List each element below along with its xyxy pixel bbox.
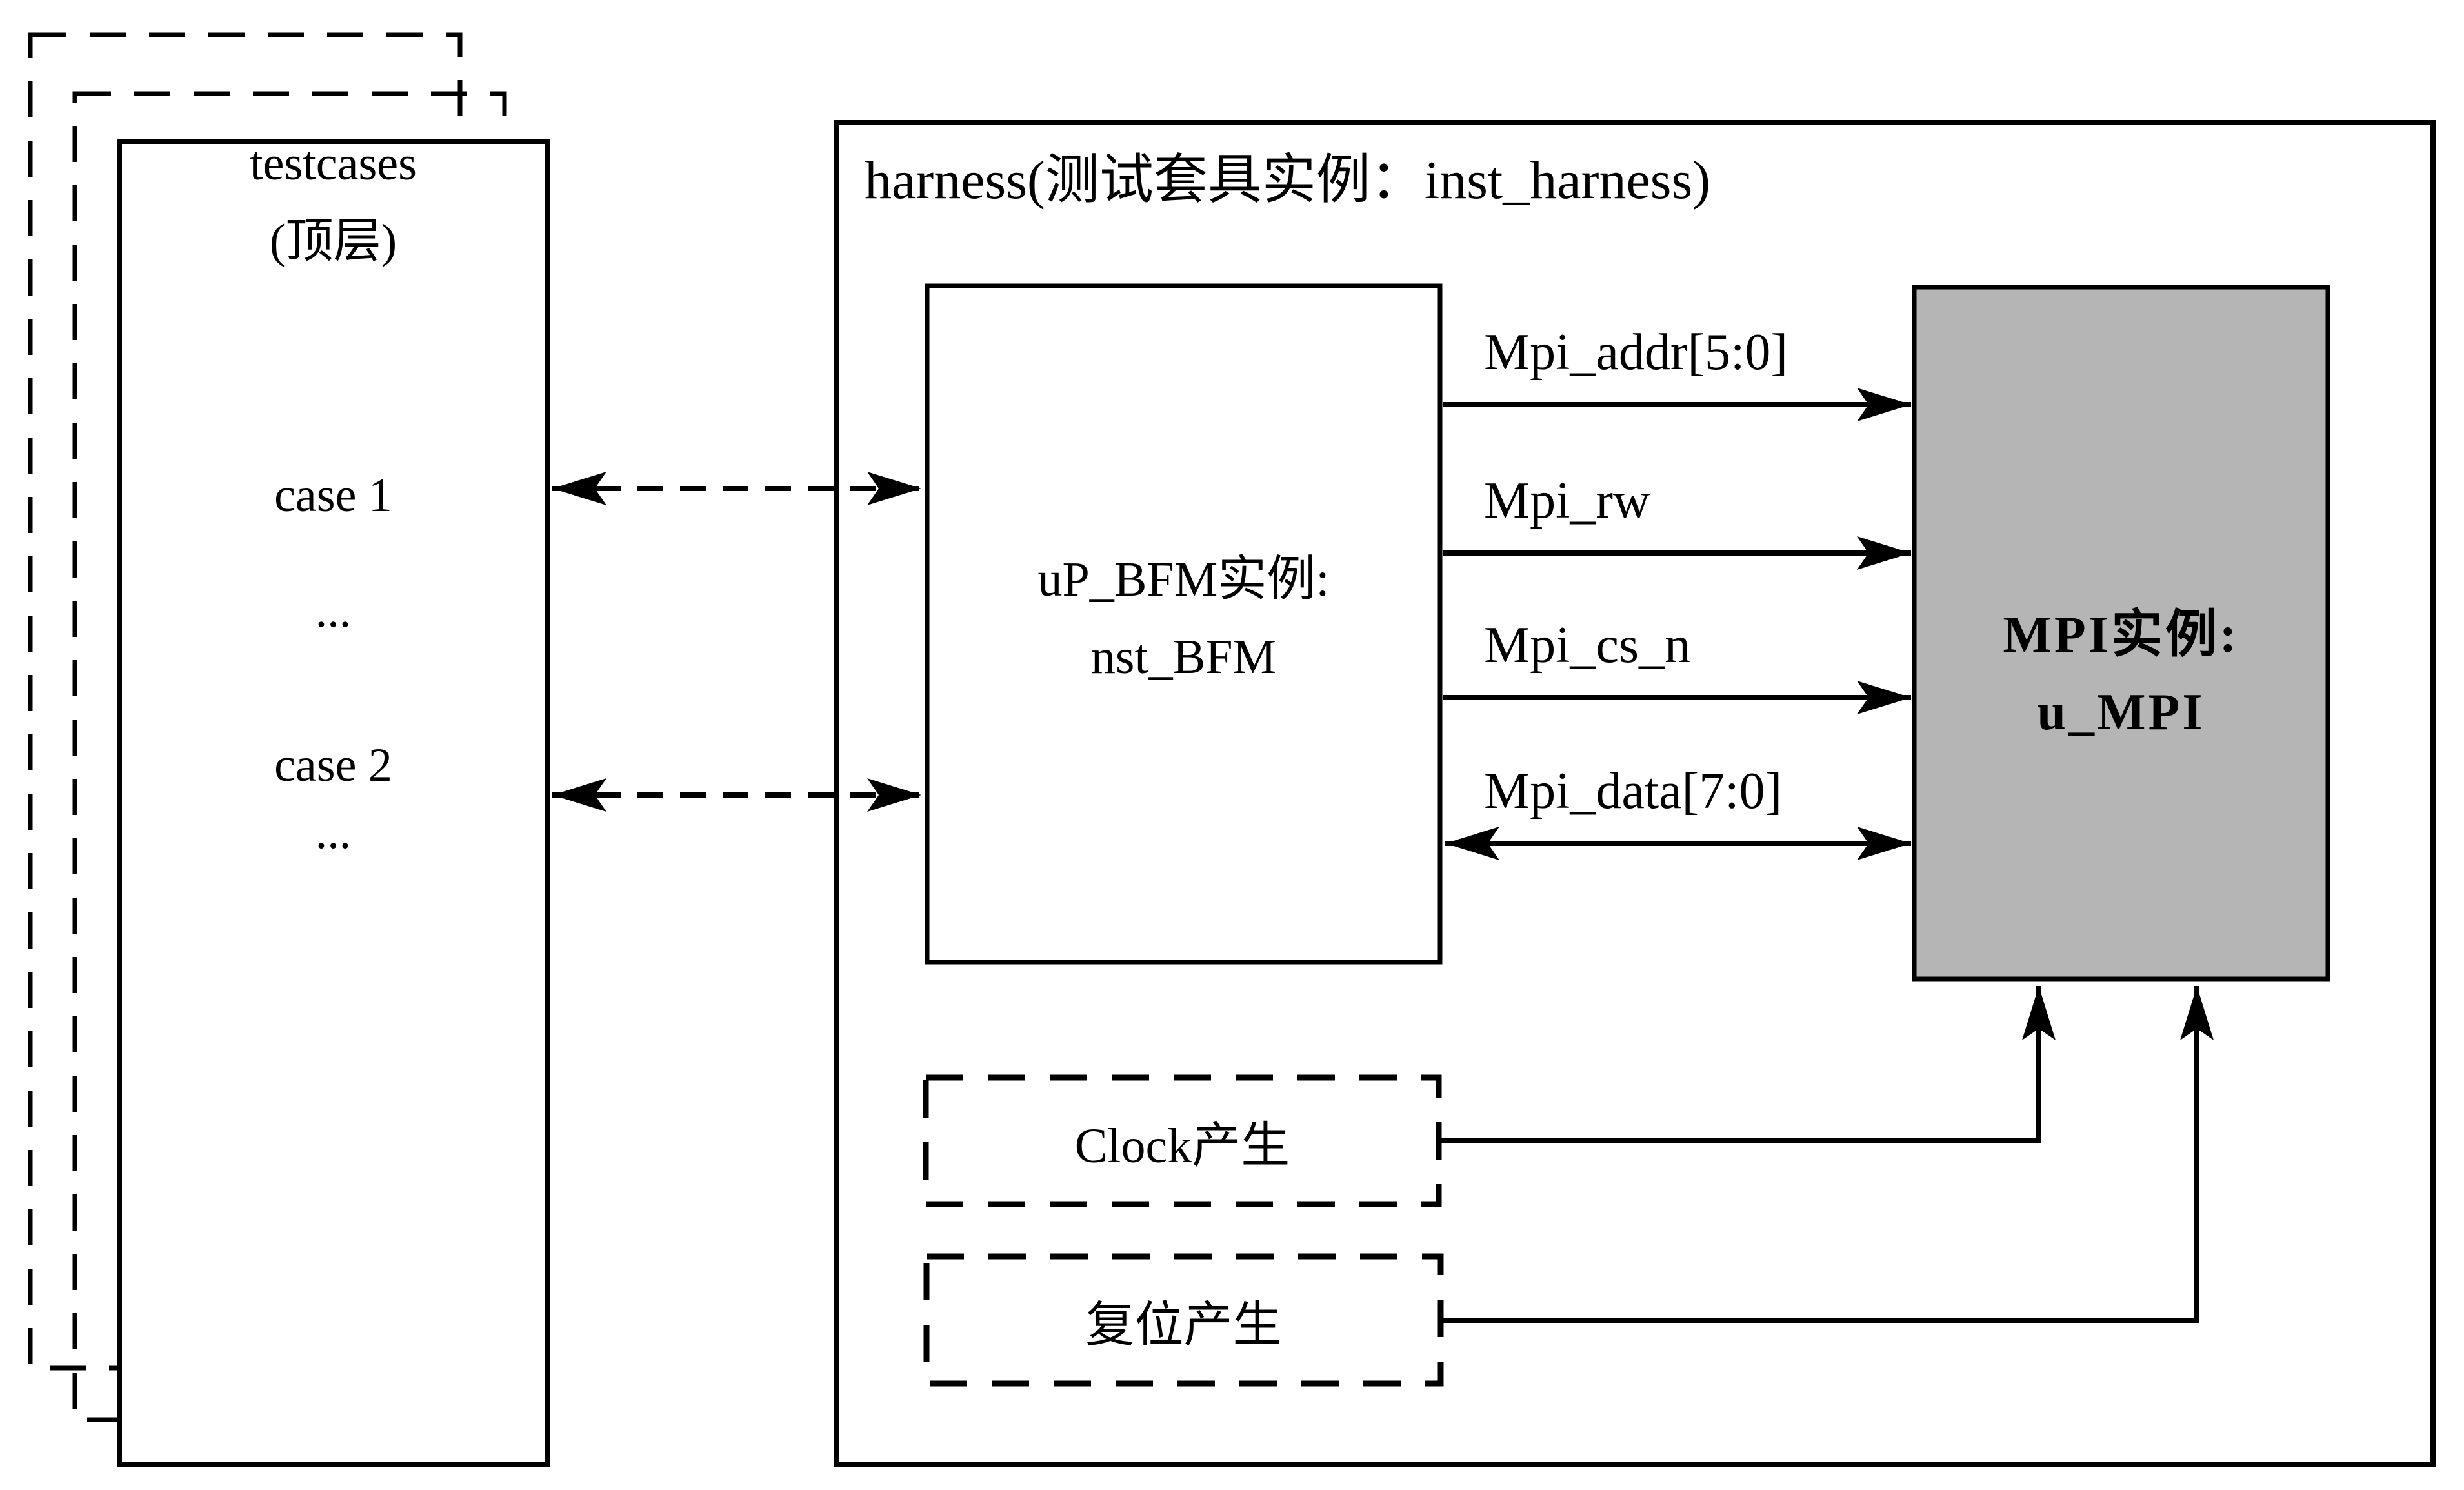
testcases-title: testcases bbox=[250, 137, 417, 190]
case-2-ellipsis: ... bbox=[315, 806, 352, 859]
clock-label: Clock产生 bbox=[1074, 1119, 1290, 1173]
harness-title: harness(测试套具实例：inst_harness) bbox=[865, 150, 1711, 210]
reset-to-mpi-connector bbox=[1442, 986, 2214, 1323]
case-1-label: case 1 bbox=[274, 469, 392, 522]
signal-label-mpi-rw: Mpi_rw bbox=[1484, 472, 1650, 529]
reset-box bbox=[923, 1253, 1444, 1387]
reset-label: 复位产生 bbox=[1085, 1298, 1282, 1353]
testcases-box bbox=[117, 139, 550, 1467]
case-1-ellipsis: ... bbox=[315, 585, 352, 638]
top-layer-label: (顶层) bbox=[269, 215, 397, 268]
signal-label-mpi-data: Mpi_data[7:0] bbox=[1484, 763, 1783, 820]
bfm-label-line1: uP_BFM实例: bbox=[1037, 552, 1330, 607]
mpi-box bbox=[1912, 285, 2330, 982]
case-2-label: case 2 bbox=[274, 739, 392, 792]
mpi-label-line1: MPI实例: bbox=[2003, 607, 2239, 663]
mpi-label-line2: u_MPI bbox=[2037, 684, 2205, 741]
bfm-box bbox=[925, 283, 1443, 965]
bfm-label-line2: nst_BFM bbox=[1090, 630, 1277, 684]
clock-to-mpi-connector bbox=[1440, 986, 2056, 1143]
clock-box bbox=[923, 1074, 1442, 1207]
signal-label-mpi-cs-n: Mpi_cs_n bbox=[1484, 617, 1690, 674]
signal-label-mpi-addr: Mpi_addr[5:0] bbox=[1484, 324, 1788, 381]
